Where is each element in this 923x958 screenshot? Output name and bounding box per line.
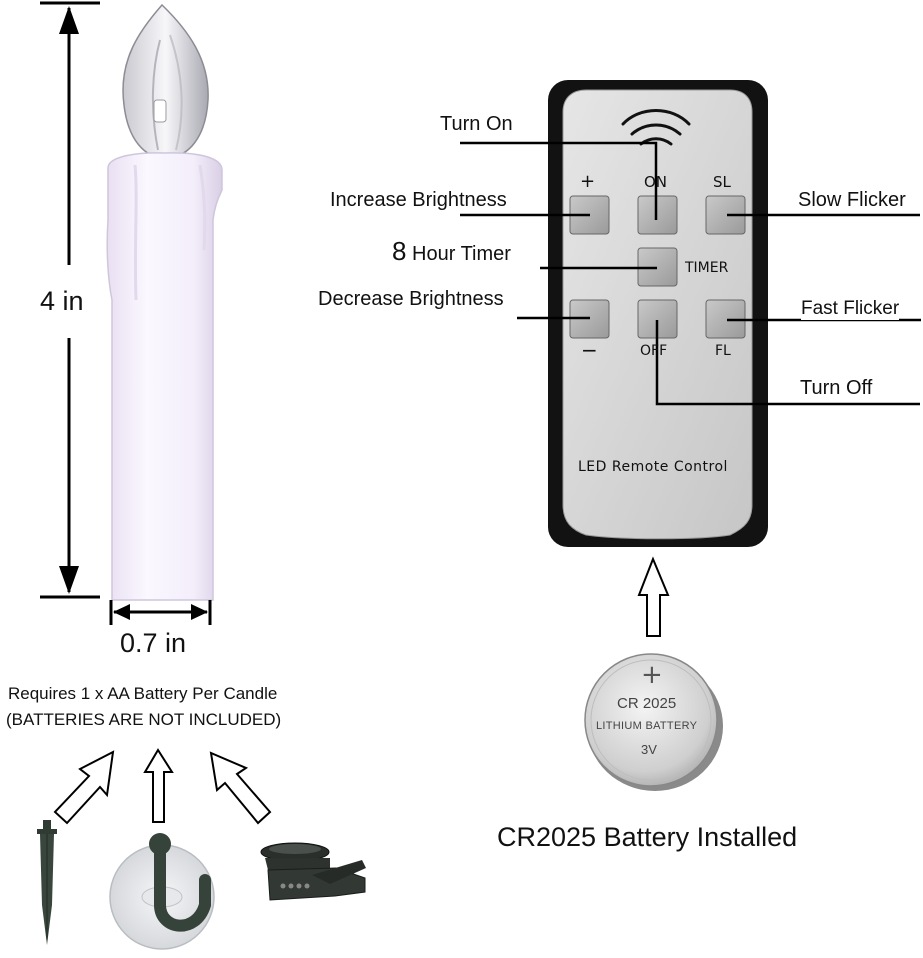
on-label: ON — [644, 173, 668, 191]
accessory-arrows — [53, 748, 272, 825]
battery-arrow-icon — [637, 556, 670, 637]
width-dimension — [109, 600, 212, 625]
timer-digit: 8 — [392, 236, 407, 266]
remote-title: LED Remote Control — [578, 459, 728, 475]
fl-label: FL — [715, 343, 731, 359]
slow-flicker-label: Slow Flicker — [798, 189, 906, 211]
suction-cup-hook-icon — [109, 833, 215, 950]
coin-model: CR 2025 — [617, 695, 677, 712]
candle-illustration — [106, 3, 223, 601]
coin-type: LITHIUM BATTERY — [596, 720, 698, 732]
fast-flicker-label: Fast Flicker — [801, 298, 900, 320]
off-label: OFF — [640, 343, 668, 359]
turn-on-label: Turn On — [440, 113, 513, 135]
clip-icon — [260, 842, 366, 901]
remote-buttons — [569, 195, 746, 339]
height-label: 4 in — [40, 286, 84, 317]
timer-text: Hour Timer — [412, 243, 511, 265]
decrease-brightness-label: Decrease Brightness — [318, 288, 504, 310]
on-button — [637, 195, 678, 235]
minus-label: − — [581, 338, 598, 362]
battery-not-included-text: (BATTERIES ARE NOT INCLUDED) — [6, 710, 282, 729]
sl-label: SL — [713, 173, 731, 191]
callout-lines — [460, 141, 921, 406]
ground-stake-icon — [37, 820, 57, 945]
battery-caption: CR2025 Battery Installed — [497, 822, 798, 852]
hour-timer-label: 8 Hour Timer — [392, 236, 511, 267]
plus-label: + — [580, 171, 596, 192]
coin-voltage: 3V — [641, 742, 657, 757]
width-label: 0.7 in — [120, 628, 187, 658]
turn-off-label: Turn Off — [800, 377, 873, 399]
height-dimension — [40, 1, 100, 599]
coin-plus: + — [641, 660, 663, 690]
timer-label: TIMER — [685, 260, 729, 276]
battery-requirement-text: Requires 1 x AA Battery Per Candle — [8, 684, 278, 703]
increase-brightness-label: Increase Brightness — [330, 189, 507, 211]
coin-battery-icon — [584, 653, 723, 791]
